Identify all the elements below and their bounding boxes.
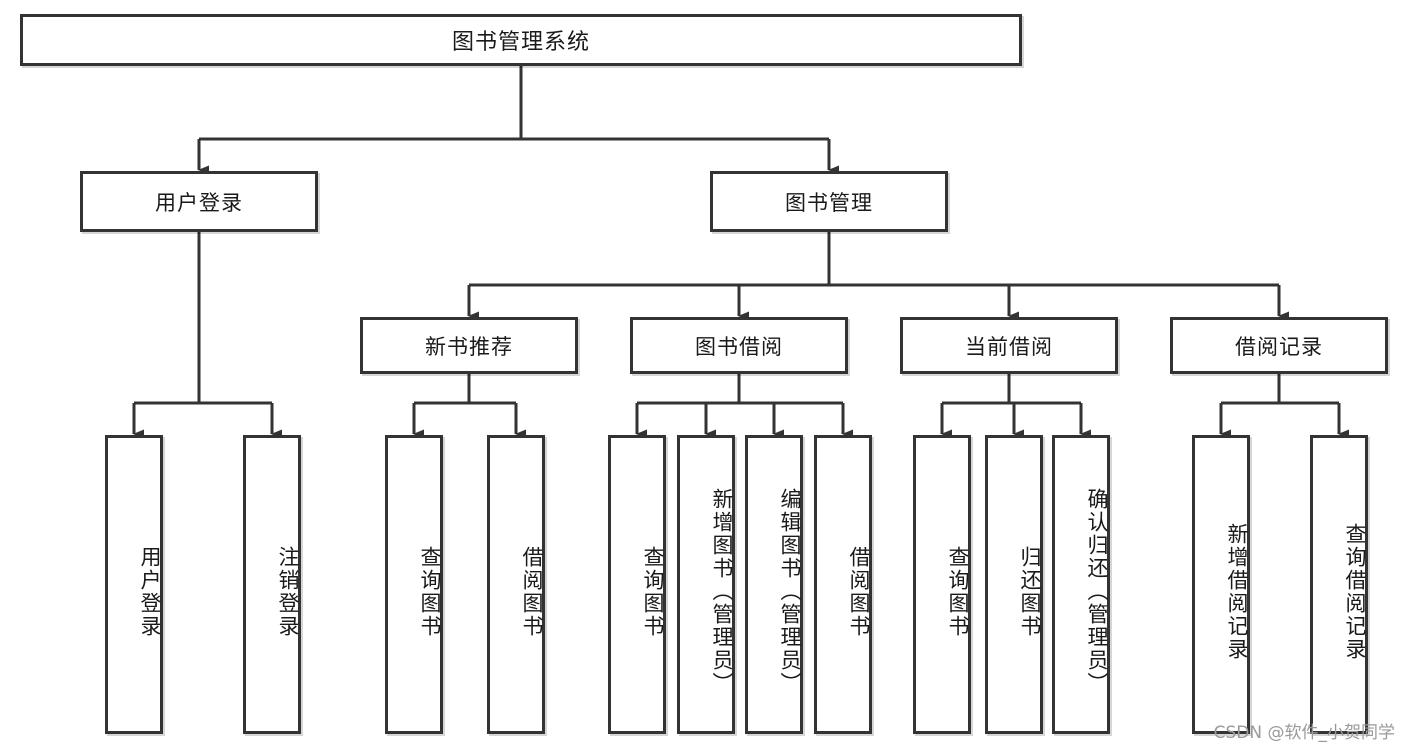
node-borrow-record[interactable]: 借阅记录: [1170, 317, 1388, 374]
node-label: 借阅记录: [1235, 334, 1323, 359]
node-new-book-recommend[interactable]: 新书推荐: [360, 317, 578, 374]
node-label: 新增借阅记录: [1225, 522, 1249, 661]
node-leaf-logout[interactable]: 注销登录: [243, 435, 301, 734]
node-label: 用户登录: [155, 190, 243, 215]
node-leaf-query-book-2[interactable]: 查询图书: [608, 435, 666, 734]
node-label: 编辑图书（管理员）: [778, 488, 802, 695]
node-leaf-query-record[interactable]: 查询借阅记录: [1310, 435, 1368, 734]
node-label: 借阅图书: [520, 545, 544, 638]
node-label: 新增图书（管理员）: [710, 488, 734, 695]
node-book-manage[interactable]: 图书管理: [710, 171, 948, 232]
node-label: 查询图书: [418, 545, 442, 638]
node-label: 确认归还（管理员）: [1085, 488, 1109, 695]
csdn-watermark: CSDN @软件_小贺同学: [1213, 723, 1395, 743]
node-leaf-add-record[interactable]: 新增借阅记录: [1192, 435, 1250, 734]
node-label: 注销登录: [276, 545, 300, 638]
node-user-login[interactable]: 用户登录: [80, 171, 318, 232]
node-leaf-user-login[interactable]: 用户登录: [105, 435, 163, 734]
node-leaf-query-book-3[interactable]: 查询图书: [913, 435, 971, 734]
node-label: 当前借阅: [965, 334, 1053, 359]
node-leaf-query-book-1[interactable]: 查询图书: [385, 435, 443, 734]
node-leaf-borrow-book-2[interactable]: 借阅图书: [814, 435, 872, 734]
node-book-borrow[interactable]: 图书借阅: [630, 317, 848, 374]
node-current-borrow[interactable]: 当前借阅: [900, 317, 1118, 374]
node-label: 图书管理: [785, 190, 873, 215]
node-label: 用户登录: [138, 545, 162, 638]
node-label: 图书管理系统: [451, 30, 590, 55]
node-root[interactable]: 图书管理系统: [20, 14, 1022, 66]
node-label: 查询图书: [946, 545, 970, 638]
node-label: 归还图书: [1018, 545, 1042, 638]
node-label: 新书推荐: [425, 334, 513, 359]
node-label: 查询图书: [641, 545, 665, 638]
node-label: 借阅图书: [847, 545, 871, 638]
node-leaf-borrow-book-1[interactable]: 借阅图书: [487, 435, 545, 734]
node-leaf-confirm-return[interactable]: 确认归还（管理员）: [1052, 435, 1110, 734]
node-leaf-return-book[interactable]: 归还图书: [985, 435, 1043, 734]
node-label: 图书借阅: [695, 334, 783, 359]
node-label: 查询借阅记录: [1343, 522, 1367, 661]
node-leaf-add-book[interactable]: 新增图书（管理员）: [677, 435, 735, 734]
node-leaf-edit-book[interactable]: 编辑图书（管理员）: [745, 435, 803, 734]
